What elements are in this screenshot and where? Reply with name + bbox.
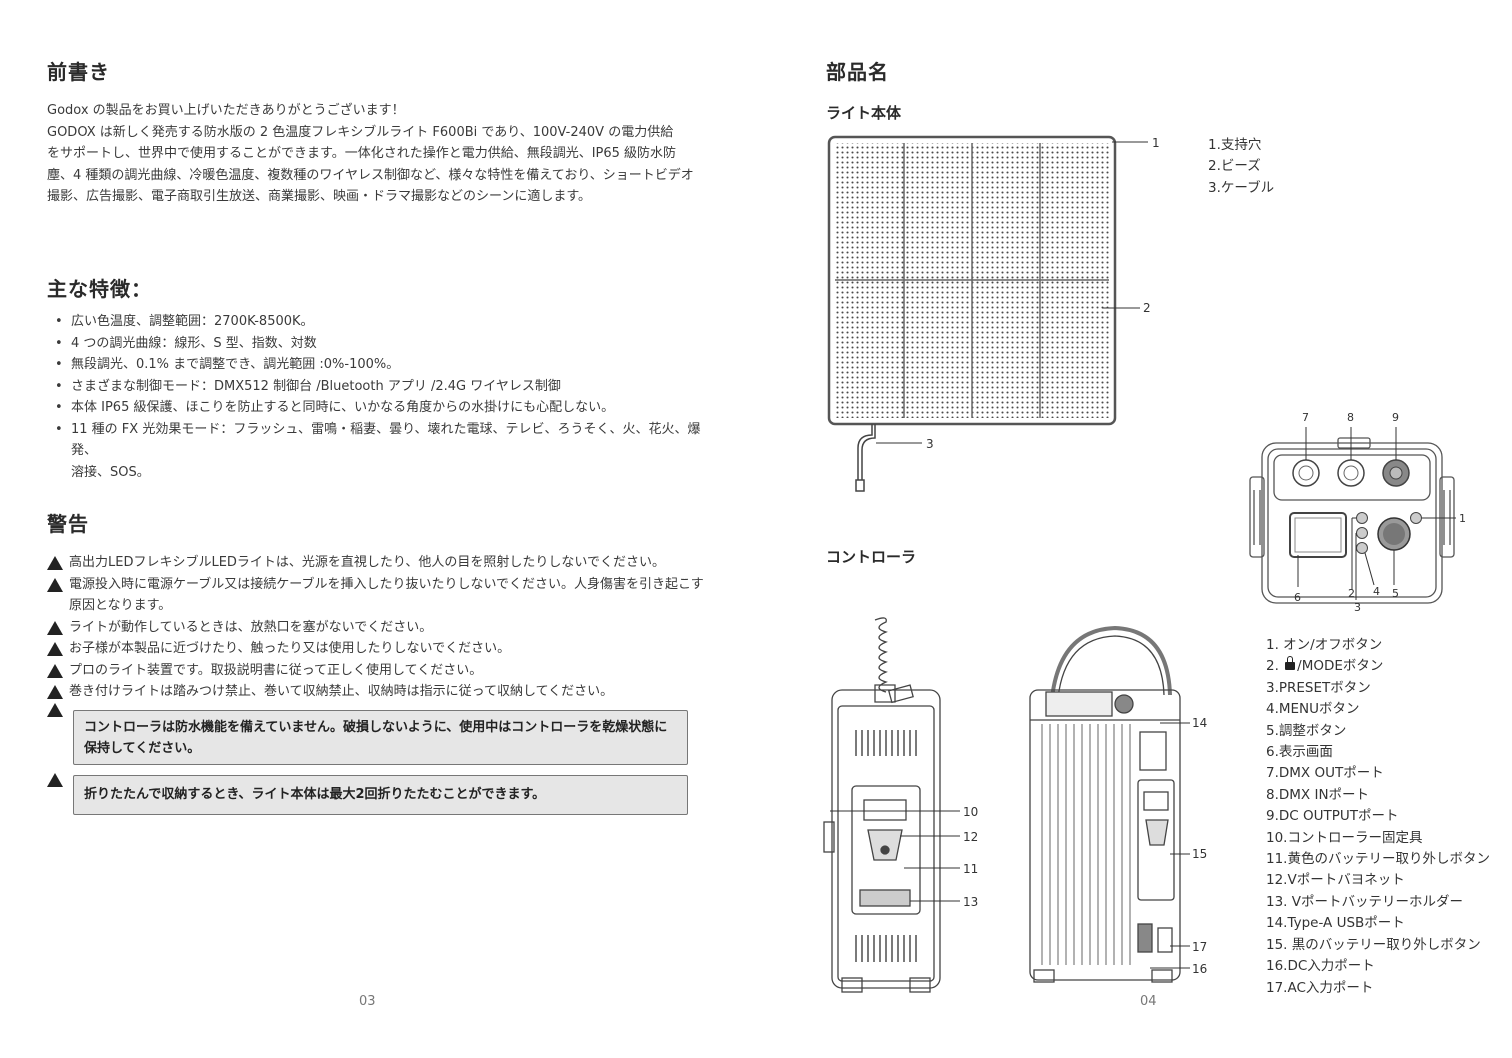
warning-icon [47,773,63,787]
warning-icon [47,663,63,678]
warning-icon [47,620,63,635]
controller-parts-list: 1. オン/オフボタン 2. /MODEボタン 3.PRESETボタン 4.ME… [1266,635,1490,999]
part-item: 6.表示画面 [1266,744,1333,761]
controller-panel-diagram: 7 8 9 1 6 2 3 4 5 [1249,411,1466,614]
intro-line: をサポートし、世界中で使用することができます。一体化された操作と電力供給、無段調… [47,146,677,161]
page-number-left: 03 [359,994,376,1009]
feature-item: 11 種の FX 光効果モード：フラッシュ、雷鳴・稲妻、曇り、壊れた電球、テレビ… [47,419,707,462]
callout-1: 1 [1152,136,1160,150]
part-item: 12.Vポートバヨネット [1266,872,1405,889]
callout-3: 3 [926,437,934,451]
controller-side-diagram: 10 12 11 13 [823,617,978,993]
warning-item: 高出力LEDフレキシブルLEDライトは、光源を直視したり、他人の目を照射したりし… [47,552,707,574]
feature-item: 溶接、SOS。 [71,464,150,480]
warning-icon [47,556,63,570]
light-body-parts-list: 1.支持穴 2.ビーズ 3.ケーブル [1208,135,1274,199]
callout-15: 15 [1192,847,1207,861]
cable [857,424,873,480]
warning-icon [47,703,63,717]
intro-heading: 前書き [47,60,110,84]
warning-icon [47,577,63,592]
part-item: 7.DMX OUTポート [1266,765,1384,782]
display-screen [1289,512,1347,558]
part-item: 4.MENUボタン [1266,701,1360,718]
panel-fold-lines [835,143,1109,418]
menu-button [1356,542,1368,554]
note-folding: 折りたたんで収納するとき、ライト本体は最大2回折りたたむことができます。 [73,775,688,815]
controller-front-diagram: 14 15 17 16 [1029,625,1207,983]
callout-13: 13 [963,895,978,909]
callout-9: 9 [1392,411,1399,424]
features-heading: 主な特徴： [47,277,152,301]
part-item: 1.支持穴 [1208,137,1262,153]
callout-11: 11 [963,862,978,876]
light-body-heading: ライト本体 [826,104,902,122]
note-controller-waterproof: コントローラは防水機能を備えていません。破損しないように、使用中はコントローラを… [73,710,688,765]
cable-plug [855,479,865,492]
dmx-in-port [1337,459,1365,487]
dmx-out-port [1292,459,1320,487]
parts-heading: 部品名 [826,60,889,84]
part-item: 3.ケーブル [1208,179,1275,196]
part-item: 11.黄色のバッテリー取り外しボタン [1266,851,1490,868]
features-list: 広い色温度、調整範囲：2700K-8500K。4 つの調光曲線：線形、S 型、指… [47,311,707,483]
intro-line: 塵、4 種類の調光曲線、冷暖色温度、複数種のワイヤレス制御など、様々な特性を備え… [47,167,694,183]
mode-button [1356,512,1368,524]
light-panel-diagram: 1 2 3 [827,135,1160,492]
callout-4: 4 [1373,585,1380,598]
part-item: 3.PRESETボタン [1266,679,1371,696]
part-item: 5.調整ボタン [1266,722,1347,739]
intro-line: Godox の製品をお買い上げいただきありがとうございます！ [47,103,405,118]
callout-1: 1 [1459,512,1466,525]
part-item-label: /MODEボタン [1297,658,1384,675]
part-item: 16.DC入力ポート [1266,958,1375,975]
feature-item: 無段調光、0.1% まで調整でき、調光範囲 :0%-100%。 [47,354,707,376]
feature-item: 広い色温度、調整範囲：2700K-8500K。 [47,311,707,333]
part-item: 13. Vポートバッテリーホルダー [1266,893,1463,910]
warning-item: プロのライト装置です。取扱説明書に従って正しく使用してください。 [47,660,707,682]
feature-item: 4 つの調光曲線：線形、S 型、指数、対数 [47,333,707,355]
controller-heading: コントローラ [826,548,917,566]
callout-10: 10 [963,805,978,819]
callout-6: 6 [1294,591,1301,604]
part-item-mode: 2. /MODEボタン [1266,656,1384,675]
warning-item: お子様が本製品に近づけたり、触ったり又は使用したりしないでください。 [47,638,707,660]
lock-icon [1285,656,1296,671]
warnings-list: 高出力LEDフレキシブルLEDライトは、光源を直視したり、他人の目を照射したりし… [47,552,707,703]
callout-17: 17 [1192,940,1207,954]
warning-item: 巻き付けライトは踏みつけ禁止、巻いて収納禁止、収納時は指示に従って収納してくださ… [47,681,707,703]
warning-item: ライトが動作しているときは、放熱口を塞がないでください。 [47,617,707,639]
warnings-heading: 警告 [47,512,89,536]
warning-icon [47,642,63,656]
callout-2: 2 [1348,587,1355,600]
part-item: 10.コントローラー固定具 [1266,829,1423,846]
intro-line: GODOX は新しく発売する防水版の 2 色温度フレキシブルライト F600Bi… [47,124,674,140]
power-button [1410,512,1422,524]
part-item: 8.DMX INポート [1266,786,1370,803]
part-item: 1. オン/オフボタン [1266,637,1383,653]
callout-3: 3 [1354,601,1361,614]
part-item: 15. 黒のバッテリー取り外しボタン [1266,936,1481,953]
preset-button [1356,527,1368,539]
warning-item: 電源投入時に電源ケーブル又は接続ケーブルを挿入したり抜いたりしないでください。人… [47,574,707,596]
callout-2: 2 [1143,301,1151,315]
part-item: 14.Type-A USBポート [1266,915,1405,932]
feature-item: さまざまな制御モード：DMX512 制御台 /Bluetooth アプリ /2.… [47,376,707,398]
part-item: 2.ビーズ [1208,158,1261,175]
warning-icon [47,685,63,699]
part-item: 17.AC入力ポート [1266,979,1374,996]
feature-item: 本体 IP65 級保護、ほこりを防止すると同時に、いかなる角度からの水掛けにも心… [47,397,707,419]
part-item: 9.DC OUTPUTポート [1266,808,1399,825]
callout-5: 5 [1392,587,1399,600]
intro-paragraph: Godox の製品をお買い上げいただきありがとうございます！ GODOX は新しく… [47,100,707,208]
callout-7: 7 [1302,411,1309,424]
callout-8: 8 [1347,411,1354,424]
callout-16: 16 [1192,962,1207,976]
intro-line: 撮影、広告撮影、電子商取引生放送、商業撮影、映画・ドラマ撮影などのシーンに適しま… [47,189,592,204]
page-number-right: 04 [1140,994,1157,1009]
callout-12: 12 [963,830,978,844]
warning-item-continued: 原因となります。 [69,598,172,613]
callout-14: 14 [1192,716,1207,730]
